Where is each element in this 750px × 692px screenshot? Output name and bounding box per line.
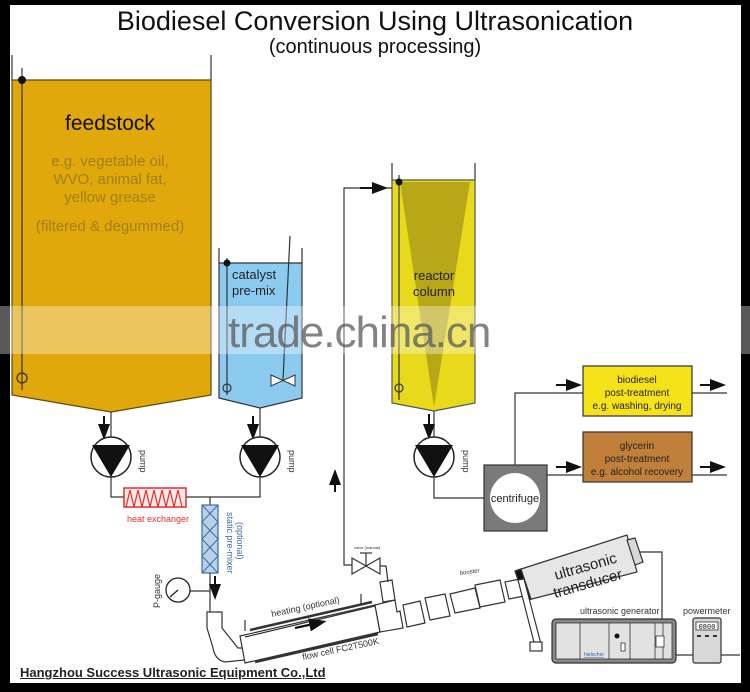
pump-label: pump: [138, 450, 148, 473]
ultrasonic-transducer: [514, 534, 663, 652]
watermark-text: trade.china.cn: [228, 308, 491, 357]
feedstock-note: (filtered & degummed): [36, 218, 184, 235]
generator-label: ultrasonic generator: [580, 606, 660, 616]
biodiesel-label-1: biodiesel: [617, 375, 656, 386]
level-sensor-bottom-icon: [16, 372, 28, 384]
catalyst-label-1: catalyst: [232, 267, 276, 282]
level-sensor-top-icon: [18, 76, 26, 84]
mixer-impeller-icon: [270, 374, 296, 387]
static-mixer-label-2: (optional): [235, 522, 245, 560]
centrifuge: [483, 464, 548, 532]
booster-label: booster: [459, 568, 480, 577]
flow-cell: [206, 578, 525, 664]
company-footer: Hangzhou Success Ultrasonic Equipment Co…: [20, 665, 326, 680]
heat-exchanger-icon: [123, 487, 187, 508]
valve-label: valve (manual): [354, 545, 381, 550]
pump-label: pump: [461, 450, 471, 473]
static-mixer-label-1: static pre-mixer: [225, 512, 235, 574]
biodiesel-label-3: e.g. washing, drying: [593, 401, 682, 412]
feedstock-example-1: e.g. vegetable oil,: [51, 153, 169, 170]
diagram-subtitle: (continuous processing): [268, 36, 482, 58]
feedstock-tank: [11, 55, 212, 413]
static-mixer-icon: [201, 504, 221, 612]
reactor-label-2: column: [413, 284, 455, 299]
manual-valve-icon: [351, 552, 389, 583]
centrifuge-label: centrifuge: [491, 493, 539, 505]
glycerin-label-1: glycerin: [620, 441, 654, 452]
generator-brand: hielscher: [584, 652, 604, 658]
reactor-column: [391, 163, 476, 412]
flow-arrow-icon: [294, 618, 327, 632]
pressure-gauge-icon: [165, 577, 210, 603]
powermeter-label: powermeter: [683, 606, 731, 616]
p-gauge-label: P-gauge: [152, 574, 162, 608]
heat-exchanger-label: heat exchanger: [127, 514, 189, 524]
catalyst-tank: [218, 235, 303, 409]
reactor-label-1: reactor: [414, 268, 455, 283]
catalyst-label-2: pre-mix: [232, 283, 276, 298]
feedstock-example-3: yellow grease: [64, 189, 156, 206]
ultrasonic-generator: [551, 618, 740, 664]
pump-label: pump: [287, 450, 297, 473]
watermark-band: trade.china.cn: [0, 306, 750, 357]
diagram-title: Biodiesel Conversion Using Ultrasonicati…: [116, 6, 634, 36]
pump-feedstock-icon: [90, 412, 132, 478]
biodiesel-label-2: post-treatment: [605, 388, 670, 399]
powermeter-display: 0800: [699, 624, 716, 632]
feedstock-label: feedstock: [65, 112, 155, 135]
biodiesel-post-treatment-box: [582, 365, 693, 417]
pump-reactor-icon: [413, 411, 455, 478]
pump-catalyst-icon: [239, 408, 281, 478]
glycerin-label-3: e.g. alcohol recovery: [591, 467, 683, 478]
feedstock-example-2: WVO, animal fat,: [53, 171, 166, 188]
glycerin-post-treatment-box: [582, 431, 693, 483]
mixer-shaft: [282, 235, 291, 381]
powermeter: [692, 617, 722, 664]
glycerin-label-2: post-treatment: [605, 454, 670, 465]
